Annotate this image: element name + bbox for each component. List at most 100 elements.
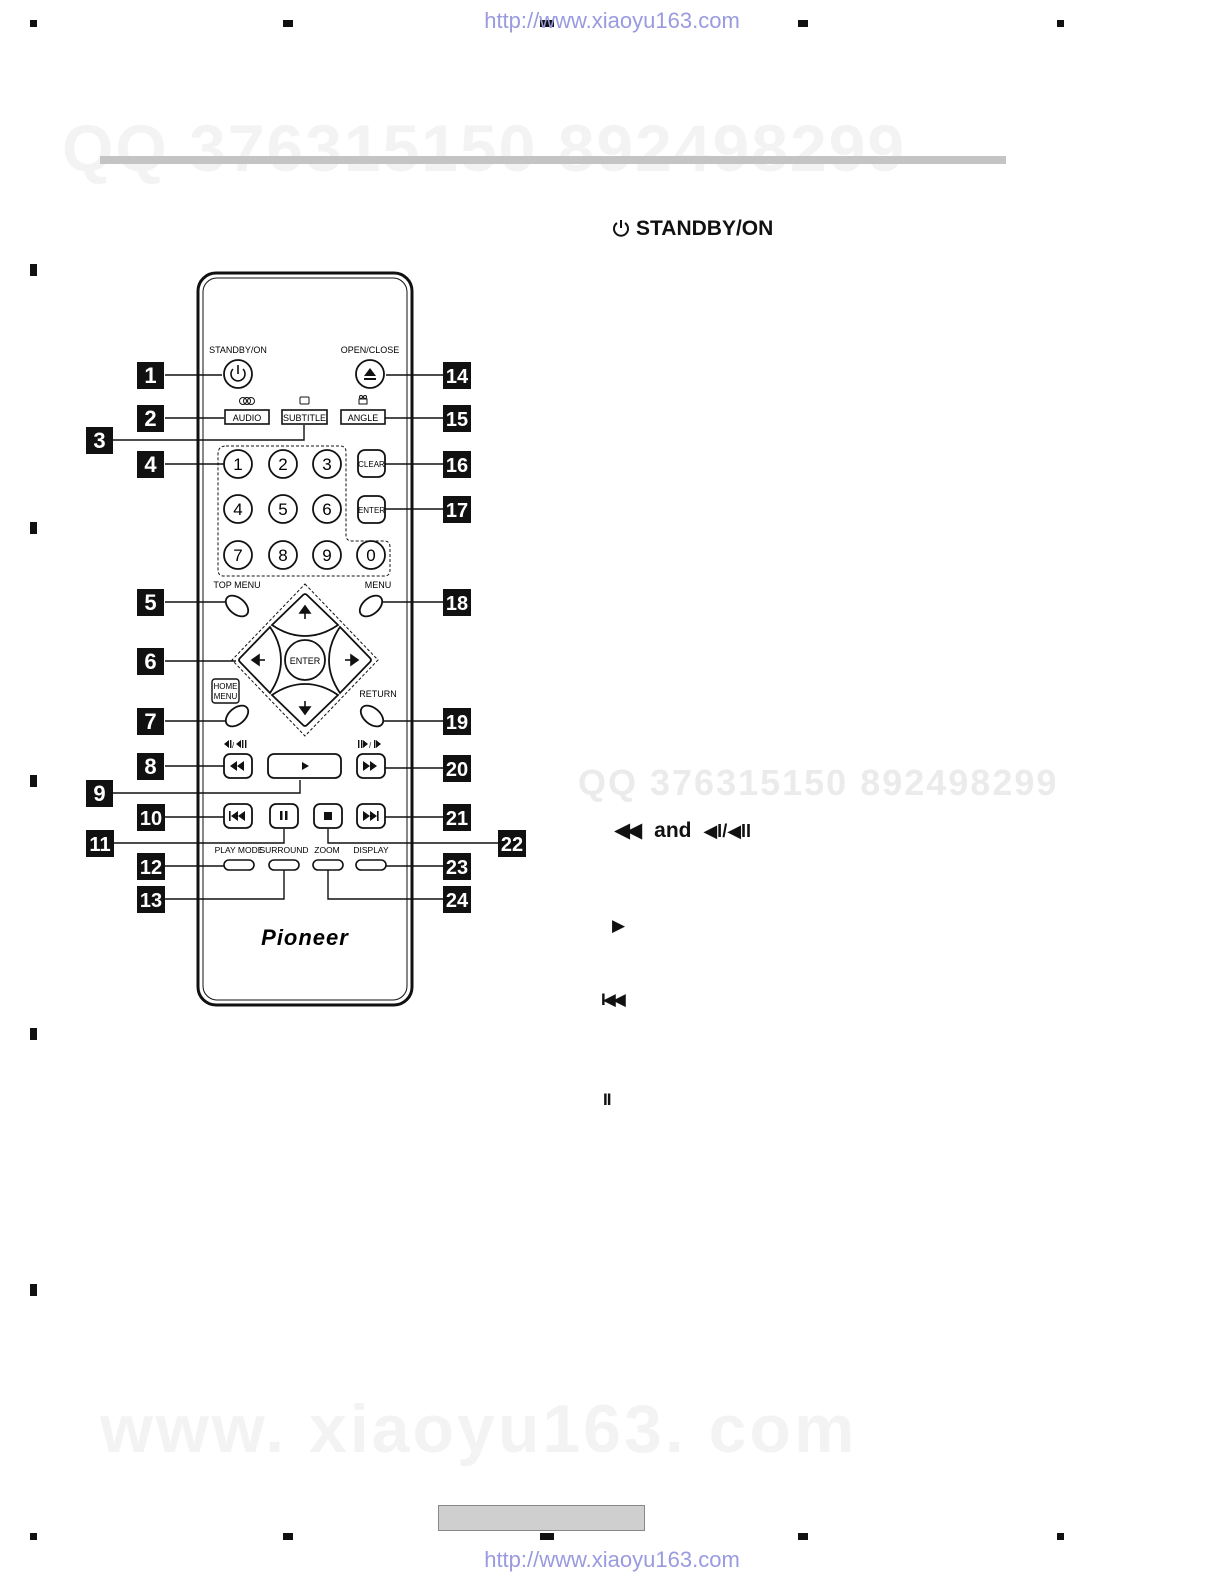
rewind-and-text: and — [654, 819, 692, 842]
previous-icon — [231, 811, 238, 821]
callout-badge-23: 23 — [443, 853, 471, 880]
step-slow-reverse-icon: ◀I/◀II — [703, 821, 752, 841]
display-button[interactable] — [355, 859, 387, 871]
svg-text:MENU: MENU — [214, 692, 238, 701]
page-number-box — [438, 1505, 645, 1531]
callout-number: 15 — [446, 409, 468, 431]
registration-mark — [798, 20, 808, 27]
next-button[interactable] — [356, 803, 386, 829]
digit-button-1[interactable]: 1 — [223, 449, 253, 479]
clear-button[interactable]: CLEAR — [357, 449, 386, 478]
callout-badge-6: 6 — [137, 648, 164, 675]
enter-center-button[interactable]: ENTER — [284, 639, 326, 681]
callout-number: 12 — [140, 857, 162, 879]
callout-number: 24 — [446, 890, 469, 912]
callout-number: 4 — [144, 452, 157, 477]
previous-button[interactable] — [223, 803, 253, 829]
surround-label: SURROUND — [259, 845, 308, 855]
surround-button[interactable] — [268, 859, 300, 871]
digit-button-2[interactable]: 2 — [268, 449, 298, 479]
pause-button[interactable] — [269, 803, 299, 829]
power-icon — [230, 368, 246, 382]
footer-url[interactable]: http://www.xiaoyu163.com — [484, 1547, 740, 1572]
audio-button[interactable]: AUDIO — [224, 409, 270, 425]
digit-label: 3 — [322, 455, 331, 474]
digit-label: 7 — [233, 546, 242, 565]
enter-side-button[interactable]: ENTER — [357, 495, 386, 524]
svg-text:SUBTITLE: SUBTITLE — [283, 413, 326, 423]
watermark-qq-top: QQ 376315150 892498299 — [62, 111, 907, 185]
angle-button[interactable]: ANGLE — [340, 409, 386, 425]
subtitle-button[interactable]: SUBTITLE — [281, 409, 328, 425]
digit-button-4[interactable]: 4 — [223, 494, 253, 524]
callout-number: 14 — [446, 366, 469, 388]
digit-button-6[interactable]: 6 — [312, 494, 342, 524]
callout-badge-9: 9 — [86, 780, 113, 807]
return-button[interactable] — [357, 702, 387, 731]
header-url[interactable]: http://www.xiaoyu163.com — [484, 8, 740, 33]
callout-badge-21: 21 — [443, 804, 471, 831]
digit-label: 8 — [278, 546, 287, 565]
callout-number: 11 — [89, 834, 110, 856]
fast-forward-button[interactable] — [356, 753, 386, 779]
top-menu-button[interactable] — [222, 592, 252, 621]
callout-number: 21 — [446, 808, 468, 830]
digit-button-0[interactable]: 0 — [356, 540, 386, 570]
callout-number: 1 — [144, 363, 156, 388]
remote-body-inner — [202, 277, 408, 1001]
next-icon — [363, 811, 370, 821]
callout-number: 13 — [140, 890, 162, 912]
callout-number: 9 — [93, 781, 105, 806]
eject-icon — [364, 368, 376, 376]
digit-button-3[interactable]: 3 — [312, 449, 342, 479]
standby-button[interactable] — [223, 359, 253, 389]
zoom-button[interactable] — [312, 859, 344, 871]
rewind-button[interactable] — [223, 753, 253, 779]
play-icon — [302, 762, 309, 770]
digit-button-8[interactable]: 8 — [268, 540, 298, 570]
pause-section-title: II — [603, 1087, 612, 1111]
registration-mark — [283, 1533, 293, 1540]
digit-button-9[interactable]: 9 — [312, 540, 342, 570]
rewind-icon — [230, 761, 237, 771]
digit-label: 9 — [322, 546, 331, 565]
section-header-bar — [100, 156, 1006, 164]
home-menu-button[interactable] — [222, 702, 252, 731]
open-close-button[interactable] — [355, 359, 385, 389]
menu-label: MENU — [365, 580, 392, 590]
stop-button[interactable] — [313, 803, 343, 829]
play-mode-button[interactable] — [223, 859, 255, 871]
menu-button[interactable] — [356, 592, 386, 621]
callout-number: 16 — [446, 455, 468, 477]
registration-mark — [283, 20, 293, 27]
svg-text:AUDIO: AUDIO — [233, 413, 262, 423]
registration-mark — [30, 522, 37, 534]
pause-icon: II — [603, 1090, 612, 1109]
callout-badge-17: 17 — [443, 496, 471, 523]
registration-mark — [30, 1533, 37, 1540]
svg-text:/: / — [369, 741, 372, 750]
callout-badge-18: 18 — [443, 589, 471, 616]
digit-label: 0 — [366, 546, 375, 565]
callout-number: 23 — [446, 857, 468, 879]
callout-number: 19 — [446, 712, 468, 734]
dpad-outline — [231, 583, 379, 737]
callout-number: 22 — [501, 834, 523, 856]
return-label: RETURN — [359, 689, 397, 699]
registration-mark — [798, 1533, 808, 1540]
digit-button-7[interactable]: 7 — [223, 540, 253, 570]
digit-label: 5 — [278, 500, 287, 519]
zoom-label: ZOOM — [314, 845, 340, 855]
play-button[interactable] — [267, 753, 342, 779]
leader-lines — [113, 374, 498, 900]
callout-badge-11: 11 — [86, 830, 114, 857]
svg-text:ANGLE: ANGLE — [348, 413, 379, 423]
svg-text:ENTER: ENTER — [290, 656, 321, 666]
digit-label: 4 — [233, 500, 242, 519]
svg-text:CLEAR: CLEAR — [358, 460, 385, 469]
numeric-keypad-outline — [217, 445, 391, 577]
registration-mark — [30, 775, 37, 787]
standby-section-text: STANDBY/ON — [636, 217, 774, 240]
digit-button-5[interactable]: 5 — [268, 494, 298, 524]
subtitle-icon — [299, 396, 310, 405]
